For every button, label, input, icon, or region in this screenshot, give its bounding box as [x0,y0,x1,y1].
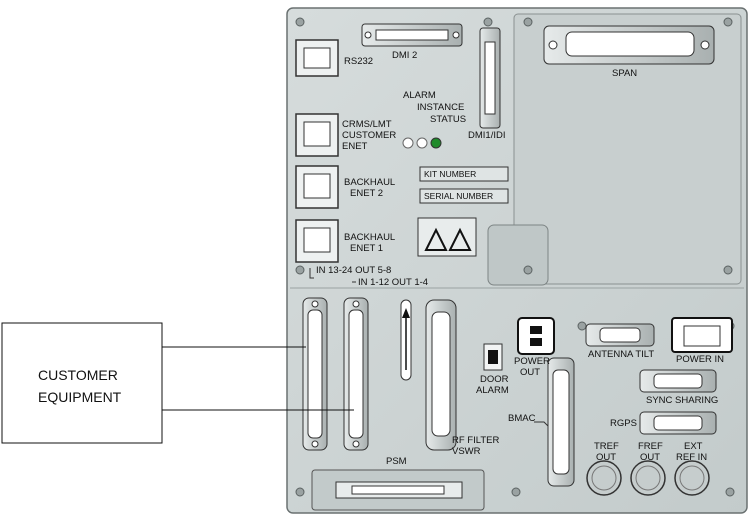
rf-filter-connector[interactable] [426,300,456,450]
fref-label-1: FREF [638,441,663,452]
rgps-connector[interactable] [640,412,716,434]
crms-label-2: CUSTOMER [342,130,396,141]
backhaul1-label-1: BACKHAUL [344,232,395,243]
in13-label: IN 13-24 OUT 5-8 [316,265,391,276]
power-in-connector[interactable] [672,318,732,352]
span-label: SPAN [612,68,637,79]
tref-label-2: OUT [596,452,616,463]
rs232-label: RS232 [344,56,373,67]
crms-port[interactable] [296,114,338,156]
antenna-tilt-connector[interactable] [586,324,654,346]
status-led [431,138,441,148]
tref-out-port[interactable] [587,461,621,495]
in1-label: IN 1-12 OUT 1-4 [358,277,428,288]
backhaul2-label-2: ENET 2 [350,188,383,199]
dmi2-label: DMI 2 [392,50,417,61]
warning-label [418,218,476,256]
psm-label: PSM [386,456,407,467]
crms-label-1: CRMS/LMT [342,119,392,130]
power-out-label-1: POWER [514,356,550,367]
rs232-port[interactable] [296,40,338,76]
dmi2-connector[interactable] [362,24,462,46]
kit-number-label: KIT NUMBER [424,169,476,179]
power-in-label: POWER IN [676,354,724,365]
ext-label-2: REF IN [676,452,707,463]
customer-label-line2: EQUIPMENT [38,389,122,405]
backhaul1-label-2: ENET 1 [350,243,383,254]
door-alarm-connector[interactable] [484,344,502,370]
dmi1-connector[interactable] [480,28,500,128]
backhaul2-label-1: BACKHAUL [344,177,395,188]
instance-led [417,138,427,148]
alarm-led [403,138,413,148]
backhaul-enet2-port[interactable] [296,166,338,208]
instance-label: INSTANCE [417,102,464,113]
ext-ref-in-port[interactable] [675,461,709,495]
power-out-label-2: OUT [520,367,540,378]
serial-number-label: SERIAL NUMBER [424,191,493,201]
bmac-connector[interactable] [548,358,574,486]
crms-label-3: ENET [342,141,368,152]
in1-12-connector[interactable] [344,298,368,450]
backhaul-enet1-port[interactable] [296,220,338,262]
door-label-2: ALARM [476,385,509,396]
module-window [488,225,548,285]
fref-out-port[interactable] [631,461,665,495]
power-out-connector[interactable] [518,318,554,354]
dmi1-label: DMI1/IDI [468,130,505,141]
span-connector[interactable] [544,26,714,64]
psm-connector[interactable] [312,470,484,510]
slot-indicator [401,300,411,380]
bmac-label: BMAC [508,413,536,424]
in13-24-connector[interactable] [303,298,327,450]
alarm-label: ALARM [403,90,436,101]
door-label-1: DOOR [480,374,509,385]
sync-sharing-label: SYNC SHARING [646,395,718,406]
sync-sharing-connector[interactable] [640,370,716,392]
status-label: STATUS [430,114,466,125]
rgps-label: RGPS [610,418,637,429]
fref-label-2: OUT [640,452,660,463]
rf-filter-label-1: RF FILTER [452,435,499,446]
tref-label-1: TREF [594,441,619,452]
customer-label-line1: CUSTOMER [38,367,118,383]
customer-equipment-box [2,323,162,443]
antenna-tilt-label: ANTENNA TILT [588,349,654,360]
ext-label-1: EXT [684,441,703,452]
rf-filter-label-2: VSWR [452,446,481,457]
